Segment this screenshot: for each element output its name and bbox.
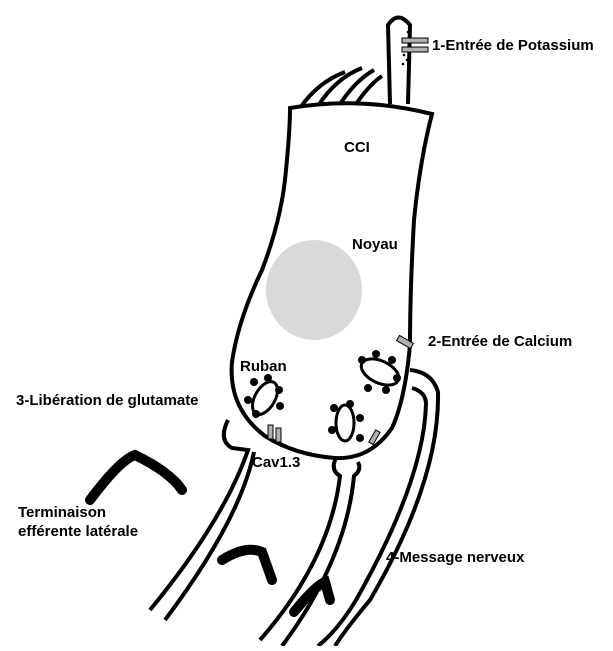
label-efferent-lateral: efférente latérale (18, 523, 138, 541)
label-channel: Cav1.3 (252, 454, 300, 472)
nucleus (266, 240, 362, 340)
label-cell: CCI (344, 139, 370, 157)
label-potassium-entry: 1-Entrée de Potassium (432, 37, 594, 55)
label-nucleus: Noyau (352, 236, 398, 254)
label-efferent-terminal: Terminaison (18, 504, 106, 522)
stereocilia (300, 18, 410, 109)
label-ribbon: Ruban (240, 358, 287, 376)
label-calcium-entry: 2-Entrée de Calcium (428, 333, 572, 351)
label-glutamate-release: 3-Libération de glutamate (16, 392, 199, 410)
label-nerve-message: 4-Message nerveux (386, 549, 524, 567)
